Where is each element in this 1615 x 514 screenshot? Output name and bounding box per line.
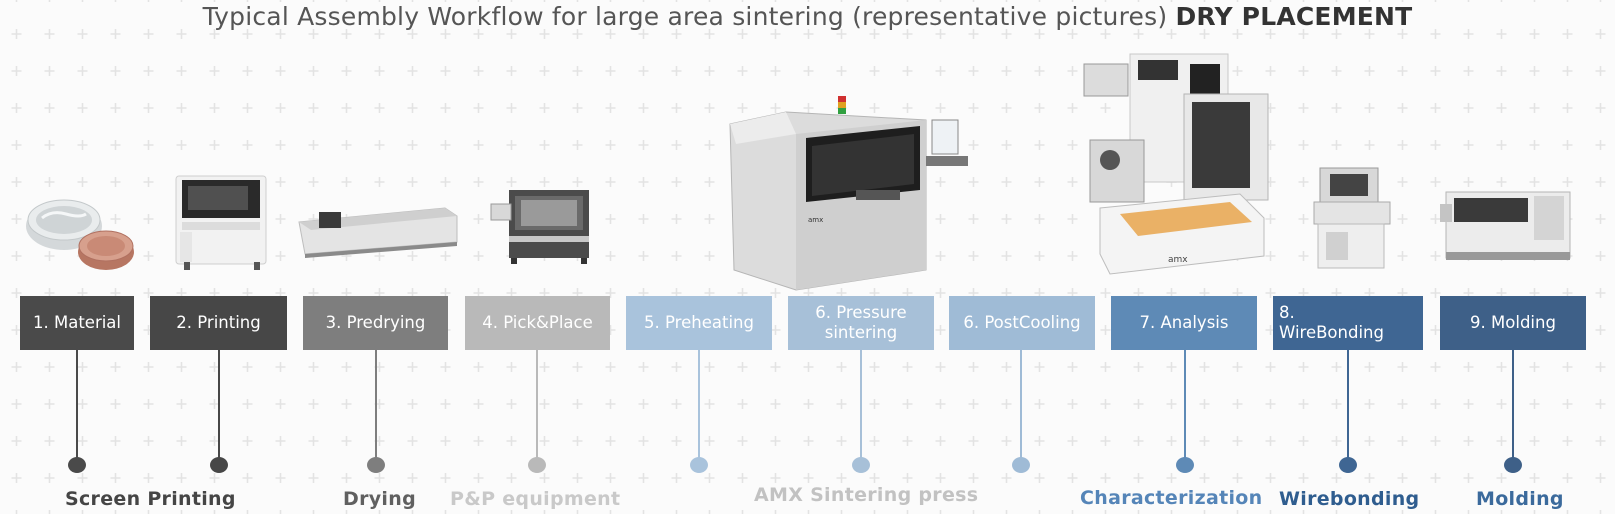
connector-line-preheating (698, 350, 700, 465)
amx-logo-text-2: amx (1168, 255, 1188, 265)
amx-sintering-press-image: amx (729, 96, 968, 291)
title-bold: DRY PLACEMENT (1175, 2, 1413, 31)
step-box-preheating: 5. Preheating (626, 296, 772, 350)
step-box-analysis: 7. Analysis (1111, 296, 1257, 350)
step-box-molding: 9. Molding (1440, 296, 1586, 350)
timeline-dot-printing (210, 457, 228, 473)
molding-machine-image (1440, 191, 1571, 260)
connector-line-wirebonding (1347, 350, 1349, 465)
step-label-material: 1. Material (32, 313, 122, 332)
step-label-analysis: 7. Analysis (1139, 313, 1229, 332)
title-main: Typical Assembly Workflow for large area… (202, 2, 1168, 31)
step-box-printing: 2. Printing (150, 296, 287, 350)
timeline-dot-molding (1504, 457, 1522, 473)
connector-line-molding (1512, 350, 1514, 465)
pick-and-place-machine-image (490, 190, 589, 264)
timeline-dot-pick-place (528, 457, 546, 473)
connector-line-postcooling (1020, 350, 1022, 465)
timeline-dot-postcooling (1012, 457, 1030, 473)
step-box-pressure-sintering: 6. Pressure sintering (788, 296, 934, 350)
category-pp-equipment: P&P equipment (450, 488, 621, 510)
step-box-postcooling: 6. PostCooling (949, 296, 1095, 350)
step-box-material: 1. Material (20, 296, 134, 350)
category-drying: Drying (343, 488, 416, 510)
category-molding: Molding (1476, 488, 1564, 510)
step-label-predrying: 3. Predrying (325, 313, 426, 332)
category-characterization: Characterization (1080, 487, 1263, 509)
connector-line-analysis (1184, 350, 1186, 465)
wire-bonder-image (1313, 167, 1391, 269)
timeline-dot-preheating (690, 457, 708, 473)
category-wirebonding: Wirebonding (1279, 488, 1420, 510)
connector-line-predrying (375, 350, 377, 465)
drying-oven-image (298, 207, 458, 258)
connector-line-pressure-sintering (860, 350, 862, 465)
step-label-pressure-sintering: 6. Pressure sintering (815, 303, 907, 342)
step-label-wirebonding: 8. WireBonding (1279, 303, 1384, 342)
category-amx-sintering-press: AMX Sintering press (754, 484, 979, 506)
screen-printer-image (175, 175, 267, 270)
step-label-postcooling: 6. PostCooling (963, 313, 1081, 332)
step-box-predrying: 3. Predrying (303, 296, 448, 350)
step-box-wirebonding: 8. WireBonding (1273, 296, 1423, 350)
step-box-pick-place: 4. Pick&Place (465, 296, 610, 350)
step-label-pick-place: 4. Pick&Place (482, 313, 593, 332)
timeline-dot-material (68, 457, 86, 473)
step-label-printing: 2. Printing (176, 313, 261, 332)
step-label-molding: 9. Molding (1470, 313, 1556, 332)
step-label-preheating: 5. Preheating (644, 313, 754, 332)
timeline-dot-predrying (367, 457, 385, 473)
connector-line-material (76, 350, 78, 465)
timeline-dot-analysis (1176, 457, 1194, 473)
category-screen-printing: Screen Printing (65, 488, 236, 510)
timeline-dot-wirebonding (1339, 457, 1357, 473)
timeline-dot-pressure-sintering (852, 457, 870, 473)
connector-line-pick-place (536, 350, 538, 465)
connector-line-printing (218, 350, 220, 465)
page-title: Typical Assembly Workflow for large area… (0, 2, 1615, 31)
characterization-equipment-image: amx (1083, 53, 1269, 275)
amx-logo-text: amx (808, 216, 823, 224)
sinter-paste-jars-image (26, 199, 134, 270)
